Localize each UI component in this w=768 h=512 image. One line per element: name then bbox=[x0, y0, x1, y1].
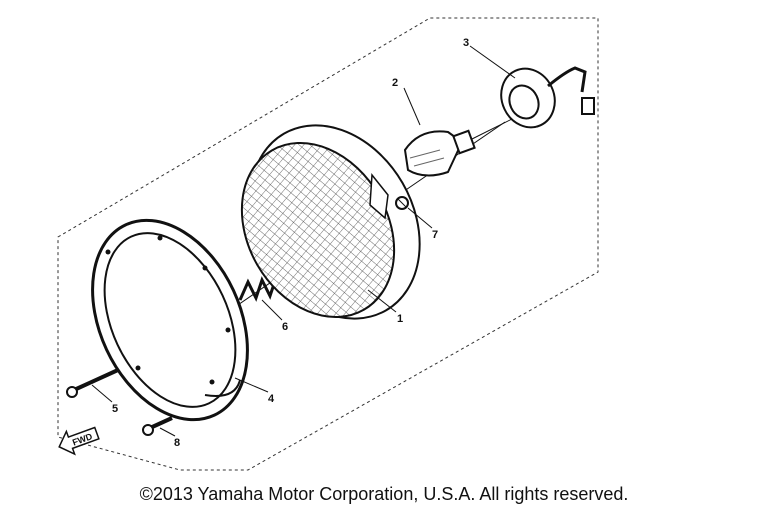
rim-screw-long bbox=[66, 368, 119, 398]
sealed-beam-unit bbox=[240, 124, 421, 320]
forward-arrow-icon: FWD bbox=[58, 426, 100, 456]
callout-5: 5 bbox=[112, 403, 118, 415]
bulb-socket bbox=[500, 66, 595, 129]
headlight-rim bbox=[91, 218, 249, 422]
callout-4: 4 bbox=[268, 393, 275, 405]
leader-lines bbox=[91, 45, 516, 437]
callout-3: 3 bbox=[463, 37, 469, 49]
callout-6: 6 bbox=[282, 321, 288, 333]
rim-screw-short bbox=[142, 416, 173, 436]
headlight-bulb bbox=[403, 129, 476, 177]
callout-8: 8 bbox=[174, 437, 180, 449]
callout-1: 1 bbox=[397, 313, 403, 325]
callout-2: 2 bbox=[392, 77, 398, 89]
callout-7: 7 bbox=[432, 229, 438, 241]
copyright-notice: ©2013 Yamaha Motor Corporation, U.S.A. A… bbox=[139, 484, 629, 504]
parts-diagram: 1 2 3 4 5 6 7 8 FWD bbox=[57, 17, 599, 471]
mounting-screw-small bbox=[395, 196, 409, 210]
